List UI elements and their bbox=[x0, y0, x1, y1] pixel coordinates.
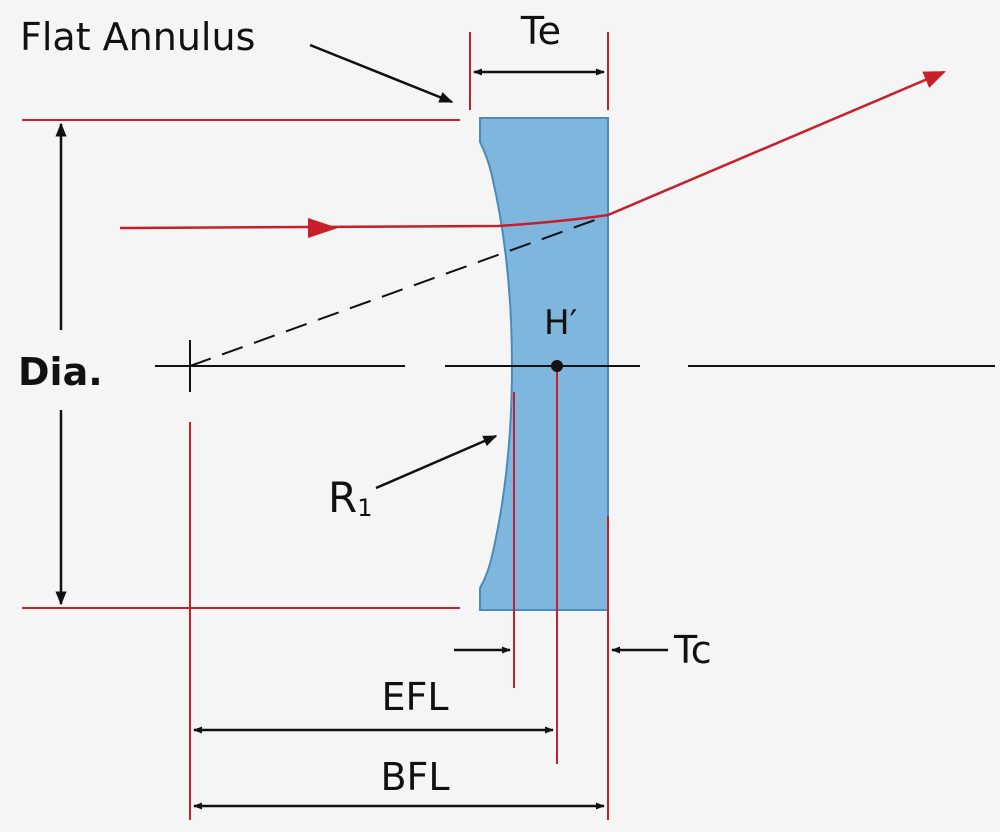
incident-ray-arrowhead bbox=[308, 218, 338, 238]
principal-point-label: H′ bbox=[544, 303, 577, 343]
efl-label: EFL bbox=[381, 675, 448, 719]
flat-annulus-leader bbox=[309, 43, 454, 104]
virtual-ray-dashed bbox=[189, 215, 607, 367]
flat-annulus-label: Flat Annulus bbox=[20, 15, 255, 59]
bfl-label: BFL bbox=[380, 755, 449, 799]
radius-leader bbox=[375, 434, 498, 490]
incident-ray bbox=[119, 213, 609, 230]
tc-label: Tc bbox=[673, 628, 712, 672]
principal-point-dot bbox=[551, 360, 563, 372]
radius-subscript: 1 bbox=[357, 494, 372, 522]
te-label: Te bbox=[520, 9, 561, 53]
radius-letter: R bbox=[328, 473, 357, 522]
refracted-ray bbox=[607, 70, 947, 217]
diameter-label: Dia. bbox=[18, 350, 103, 394]
lens-body bbox=[479, 117, 609, 611]
radius-label: R1 bbox=[328, 473, 372, 522]
